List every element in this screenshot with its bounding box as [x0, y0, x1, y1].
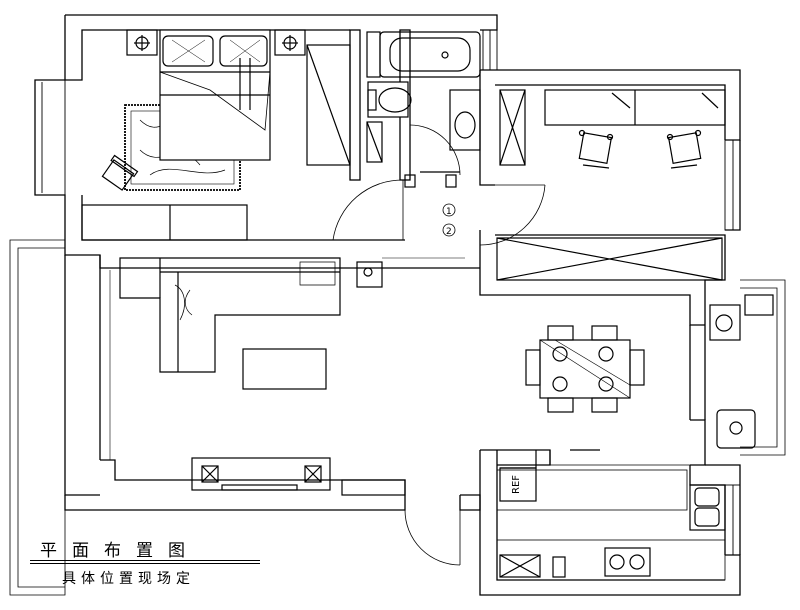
bathroom-sink: [449, 89, 481, 151]
marker-2-label: 2: [446, 227, 452, 237]
low-cabinet: [81, 204, 248, 241]
windows: [34, 29, 741, 556]
double-sink: [689, 484, 726, 531]
coffee-table: [242, 348, 327, 390]
bathroom-door-swing: [409, 124, 461, 176]
wardrobe: [306, 44, 351, 166]
balcony: [9, 239, 66, 596]
pillow-left: [162, 35, 214, 67]
drawing-title: 平面布置图: [40, 541, 200, 561]
stove: [604, 547, 651, 577]
shelf: [499, 89, 526, 166]
title-underline: [30, 560, 260, 561]
title-underline-2: [30, 563, 260, 564]
living-room: [119, 257, 465, 566]
dining-area: [525, 325, 645, 413]
entry-door-swing: [404, 509, 461, 566]
drawing-subtitle: 具体位置现场定: [62, 571, 195, 587]
service-balcony: [740, 279, 786, 456]
desk-chair-right: [666, 129, 702, 169]
wardrobe-2: [496, 237, 723, 281]
nightstand-left: [126, 29, 158, 56]
bathtub: [379, 31, 481, 78]
kitchen: [496, 294, 774, 581]
section-markers: [442, 203, 456, 237]
pillow-right: [219, 35, 268, 67]
bathroom: [366, 31, 481, 188]
second-bedroom: [479, 89, 726, 281]
sofa: [119, 257, 341, 373]
nightstand-right: [274, 29, 306, 56]
water-heater: [356, 261, 383, 288]
marker-1-label: 1: [446, 207, 452, 217]
room2-door-swing: [479, 184, 546, 246]
armchair: [101, 154, 139, 191]
utility-sink: [716, 409, 756, 449]
washing-machine: [709, 304, 741, 341]
toilet: [367, 81, 409, 118]
tv: [221, 484, 298, 491]
master-bedroom: [81, 29, 404, 241]
desk-chair-left: [578, 129, 614, 169]
fridge-label: REF: [511, 475, 522, 494]
bedroom-door-swing: [332, 179, 404, 241]
